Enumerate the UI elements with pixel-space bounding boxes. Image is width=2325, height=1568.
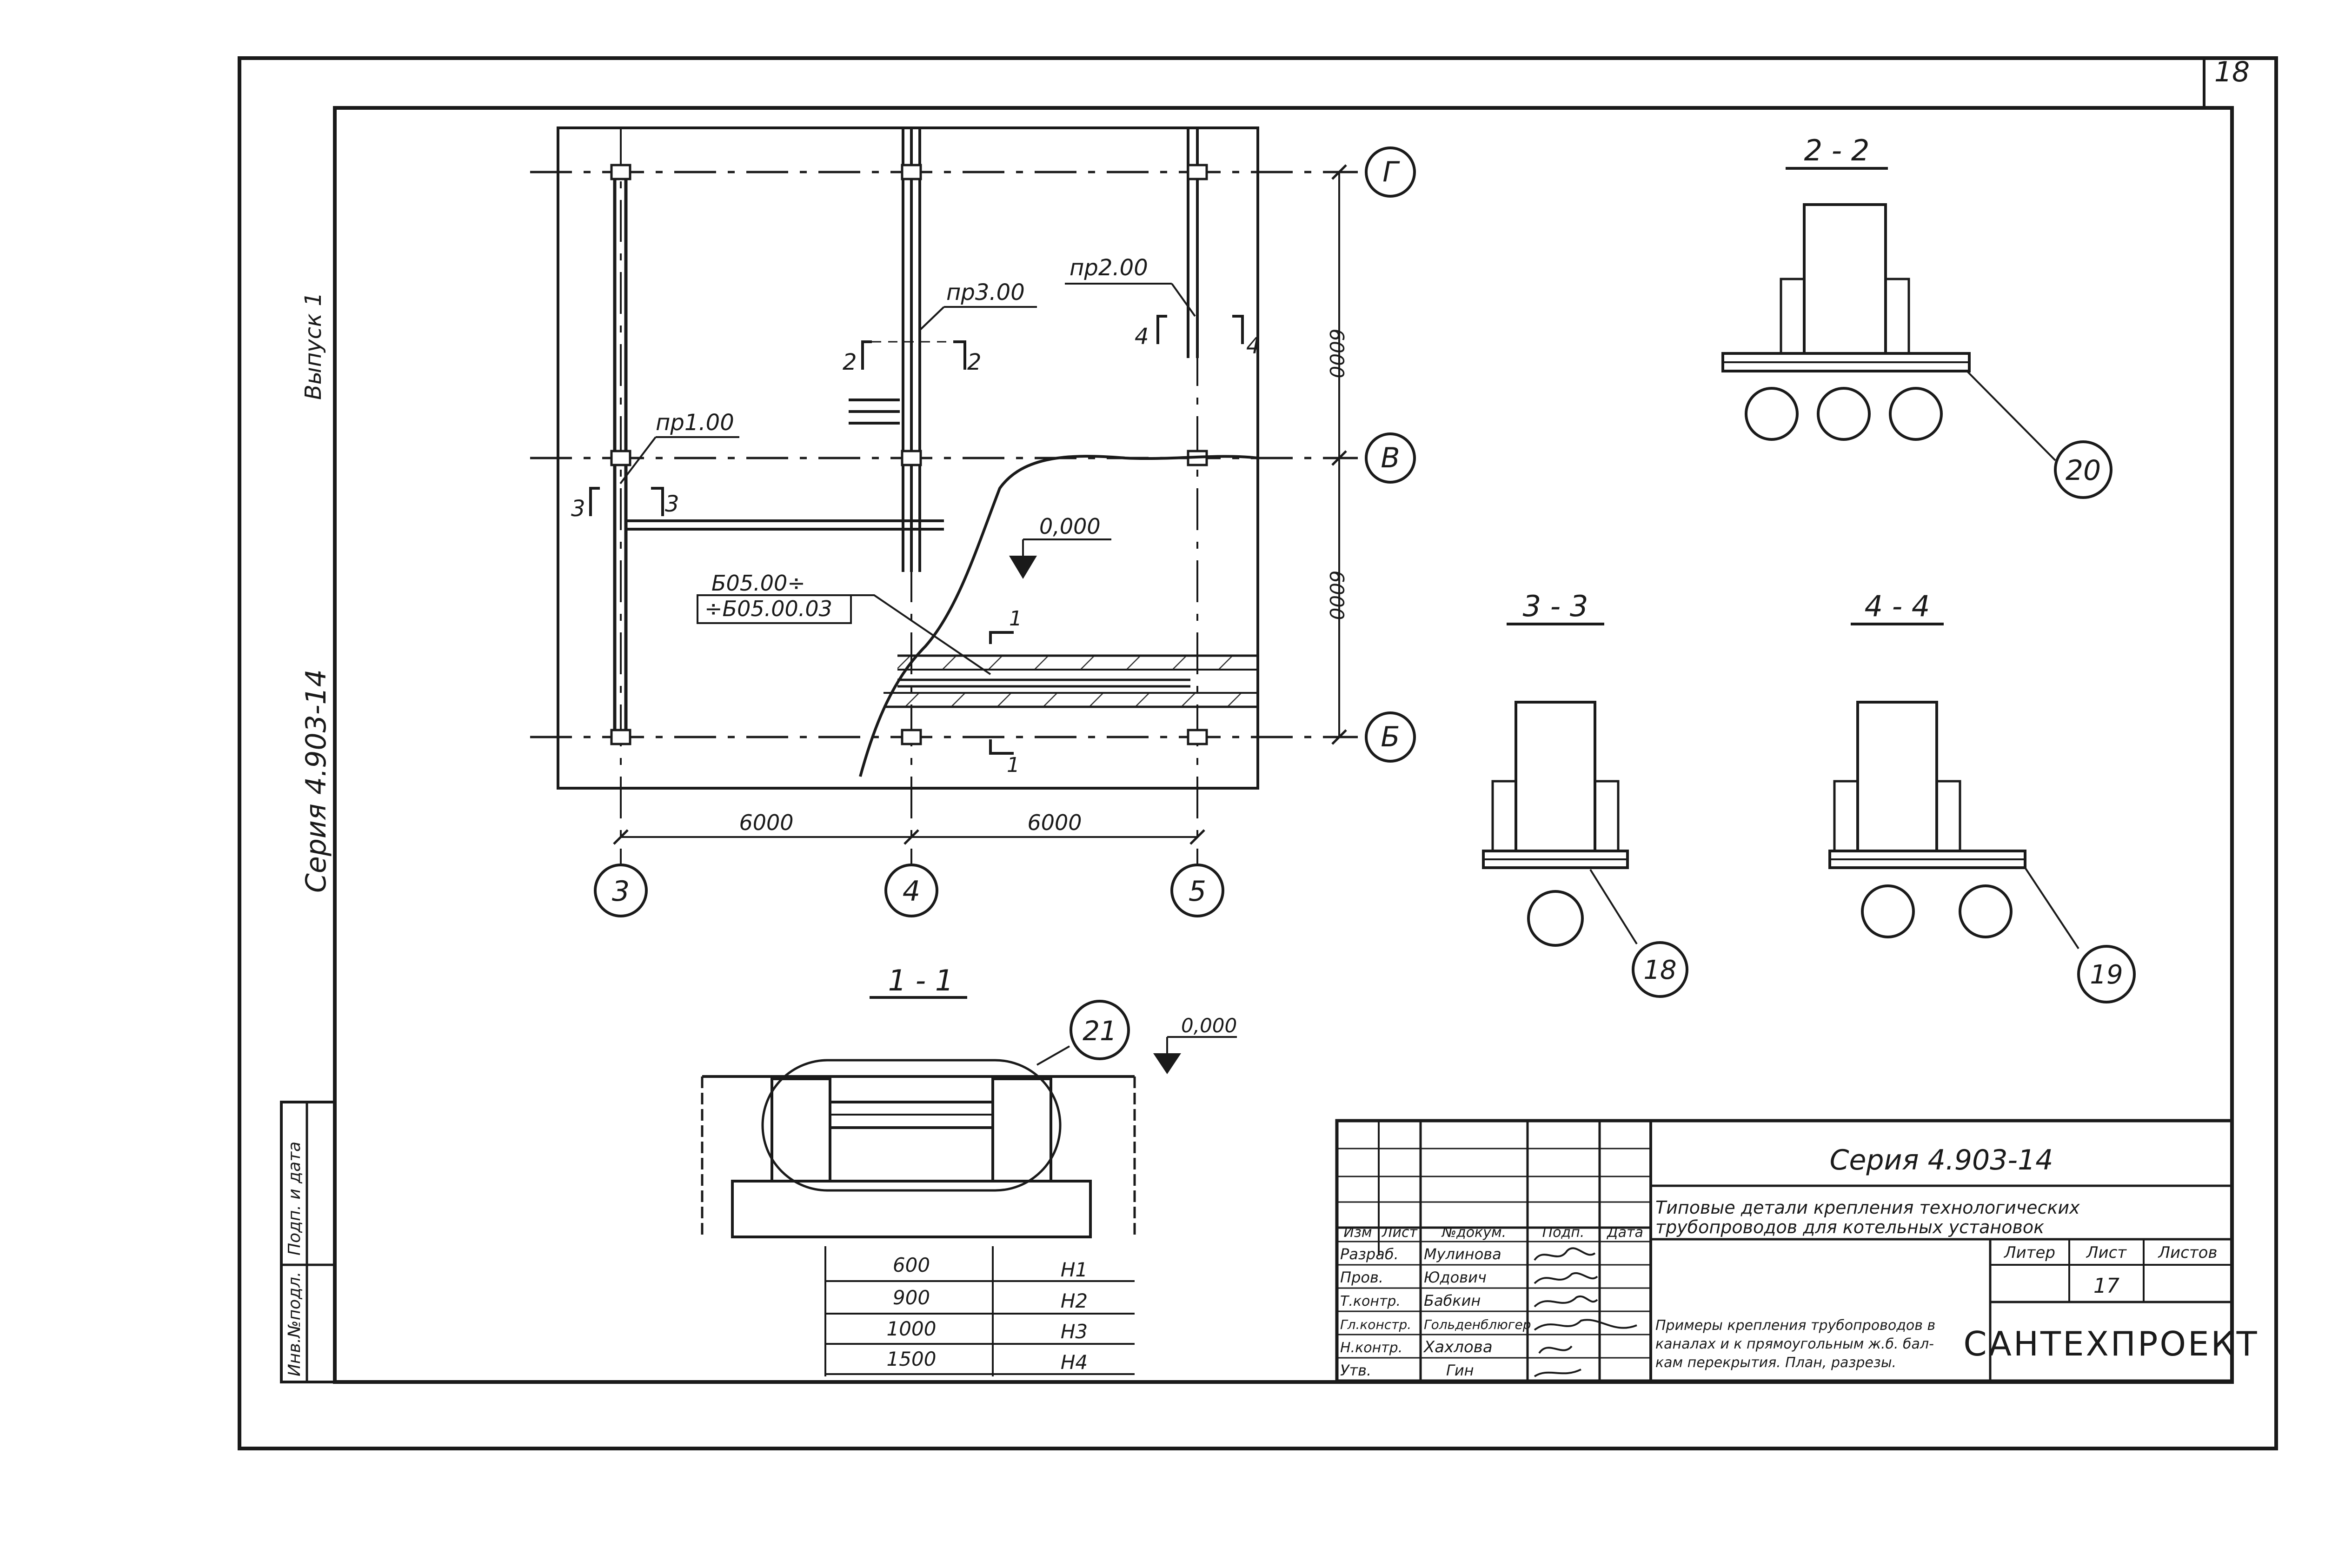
- mark-pr2: пр2.00: [1070, 255, 1148, 281]
- ref-18: 18: [1643, 955, 1676, 985]
- column-markers: [610, 164, 1208, 745]
- outer-frame: [238, 56, 2278, 1450]
- dim-h-1: 6000: [739, 810, 793, 835]
- person-name-6: Гин: [1446, 1362, 1474, 1379]
- height-label-1: H1: [1061, 1258, 1088, 1281]
- ref-20: 20: [2066, 454, 2101, 487]
- person-name-2: Юдович: [1424, 1269, 1487, 1286]
- header-col-doc: №докум.: [1441, 1224, 1506, 1241]
- level-section-1-1: 0,000: [1181, 1014, 1237, 1037]
- inner-frame: [333, 106, 2234, 1384]
- height-value-1: 600: [893, 1254, 930, 1276]
- ref-19: 19: [2090, 960, 2123, 990]
- height-table: 600 H1 900 H2 1000 H3 1500 H4: [824, 1246, 1135, 1376]
- person-role-2: Пров.: [1340, 1269, 1383, 1286]
- svg-text:3: 3: [612, 875, 630, 908]
- svg-text:3: 3: [665, 491, 679, 517]
- mark-bs-bottom: ÷Б05.00.03: [704, 596, 832, 621]
- height-label-2: H2: [1061, 1289, 1088, 1312]
- header-col-izm: Изм: [1343, 1224, 1372, 1241]
- stamp-inv-label: Инв.№подл.: [285, 1272, 304, 1376]
- height-label-4: H4: [1061, 1351, 1088, 1374]
- dim-v-1: 6000: [1325, 329, 1348, 379]
- section-1-1-title: 1 - 1: [888, 963, 954, 997]
- sheet-col-sheet: Лист: [2086, 1243, 2127, 1262]
- sheet-number: 17: [2093, 1274, 2119, 1298]
- title-block: Серия 4.903-14 Типовые детали крепления …: [1335, 1119, 2259, 1383]
- stamp-sign-label: Подп. и дата: [285, 1142, 304, 1256]
- person-name-1: Мулинова: [1424, 1245, 1501, 1263]
- desc-line-1: Примеры крепления трубопроводов в: [1655, 1317, 1935, 1334]
- header-col-list: Лист: [1382, 1224, 1418, 1241]
- section-3-3-title: 3 - 3: [1523, 589, 1588, 623]
- section-3-3: 3 - 3 18: [1482, 589, 1688, 998]
- height-label-3: H3: [1061, 1320, 1088, 1343]
- cut-mark-1-1: 1 1: [989, 607, 1022, 777]
- svg-text:5: 5: [1189, 875, 1206, 908]
- axis-bubble-5: 5: [1170, 864, 1224, 917]
- left-stamp: Инв.№подл. Подп. и дата: [280, 1101, 336, 1383]
- level-plan: 0,000: [1039, 514, 1101, 539]
- title-line-1: Типовые детали крепления технологических: [1655, 1197, 2080, 1218]
- section-2-2: 2 - 2 20: [1721, 133, 2112, 499]
- height-value-2: 900: [893, 1286, 930, 1309]
- section-2-2-title: 2 - 2: [1804, 133, 1870, 167]
- svg-text:2: 2: [967, 349, 982, 375]
- person-role-1: Разраб.: [1340, 1245, 1399, 1263]
- title-series: Серия 4.903-14: [1830, 1144, 2053, 1176]
- desc-line-2: каналах и к прямоугольным ж.б. бал-: [1655, 1336, 1934, 1352]
- person-role-4: Гл.констр.: [1340, 1317, 1411, 1332]
- height-value-3: 1000: [887, 1317, 937, 1340]
- svg-text:3: 3: [571, 496, 585, 522]
- svg-text:1: 1: [1009, 607, 1022, 631]
- sheet-col-sheets: Листов: [2157, 1243, 2217, 1262]
- margin-series-text: Серия 4.903-14: [300, 669, 332, 893]
- title-line-2: трубопроводов для котельных установок: [1655, 1217, 2044, 1237]
- axis-bubble-4: 4: [884, 864, 938, 917]
- axis-bubble-g: Г: [1365, 146, 1416, 198]
- person-name-4: Гольденблюгер: [1424, 1317, 1531, 1332]
- cut-mark-2-2: 2 2: [843, 340, 982, 375]
- mark-pr3: пр3.00: [946, 279, 1025, 306]
- mark-bs-top: Б05.00÷: [711, 571, 805, 596]
- svg-text:Б: Б: [1381, 721, 1400, 753]
- svg-text:2: 2: [843, 349, 857, 375]
- cut-mark-4-4: 4 4: [1135, 315, 1261, 359]
- dim-h-2: 6000: [1027, 810, 1082, 835]
- axis-bubble-3: 3: [594, 864, 648, 917]
- header-col-sign: Подп.: [1542, 1224, 1585, 1241]
- plan-view: Г В Б 3 4 5 6000 6000 6000: [530, 126, 1416, 917]
- svg-text:4: 4: [903, 875, 920, 908]
- header-col-date: Дата: [1606, 1224, 1643, 1241]
- desc-line-3: кам перекрытия. План, разрезы.: [1655, 1355, 1896, 1371]
- svg-text:4: 4: [1135, 324, 1149, 350]
- svg-text:В: В: [1381, 442, 1400, 474]
- margin-issue-text: Выпуск 1: [300, 292, 326, 400]
- organization-name: САНТЕХПРОЕКТ: [1963, 1324, 2259, 1363]
- sheet-col-liter: Литер: [2003, 1243, 2055, 1262]
- svg-text:Г: Г: [1382, 156, 1400, 188]
- person-role-3: Т.контр.: [1340, 1293, 1401, 1309]
- section-4-4: 4 - 4 19: [1828, 589, 2136, 1003]
- person-name-3: Бабкин: [1424, 1292, 1481, 1309]
- signatures: [1534, 1247, 1637, 1377]
- axis-bubble-v: В: [1365, 432, 1416, 484]
- page-number: 18: [2214, 56, 2250, 88]
- person-name-5: Хахлова: [1423, 1338, 1493, 1356]
- height-value-4: 1500: [887, 1348, 937, 1370]
- svg-text:1: 1: [1007, 753, 1020, 777]
- cut-mark-3-3: 3 3: [571, 487, 679, 522]
- section-1-1: 1 - 1 21 0,000: [701, 963, 1237, 1238]
- svg-text:4: 4: [1246, 333, 1261, 359]
- mark-pr1: пр1.00: [656, 410, 734, 436]
- dim-v-2: 6000: [1325, 571, 1348, 620]
- person-role-6: Утв.: [1340, 1362, 1371, 1379]
- axis-bubble-b: Б: [1365, 711, 1416, 763]
- ref-21: 21: [1083, 1015, 1117, 1047]
- person-role-5: Н.контр.: [1340, 1340, 1402, 1356]
- section-4-4-title: 4 - 4: [1865, 589, 1930, 623]
